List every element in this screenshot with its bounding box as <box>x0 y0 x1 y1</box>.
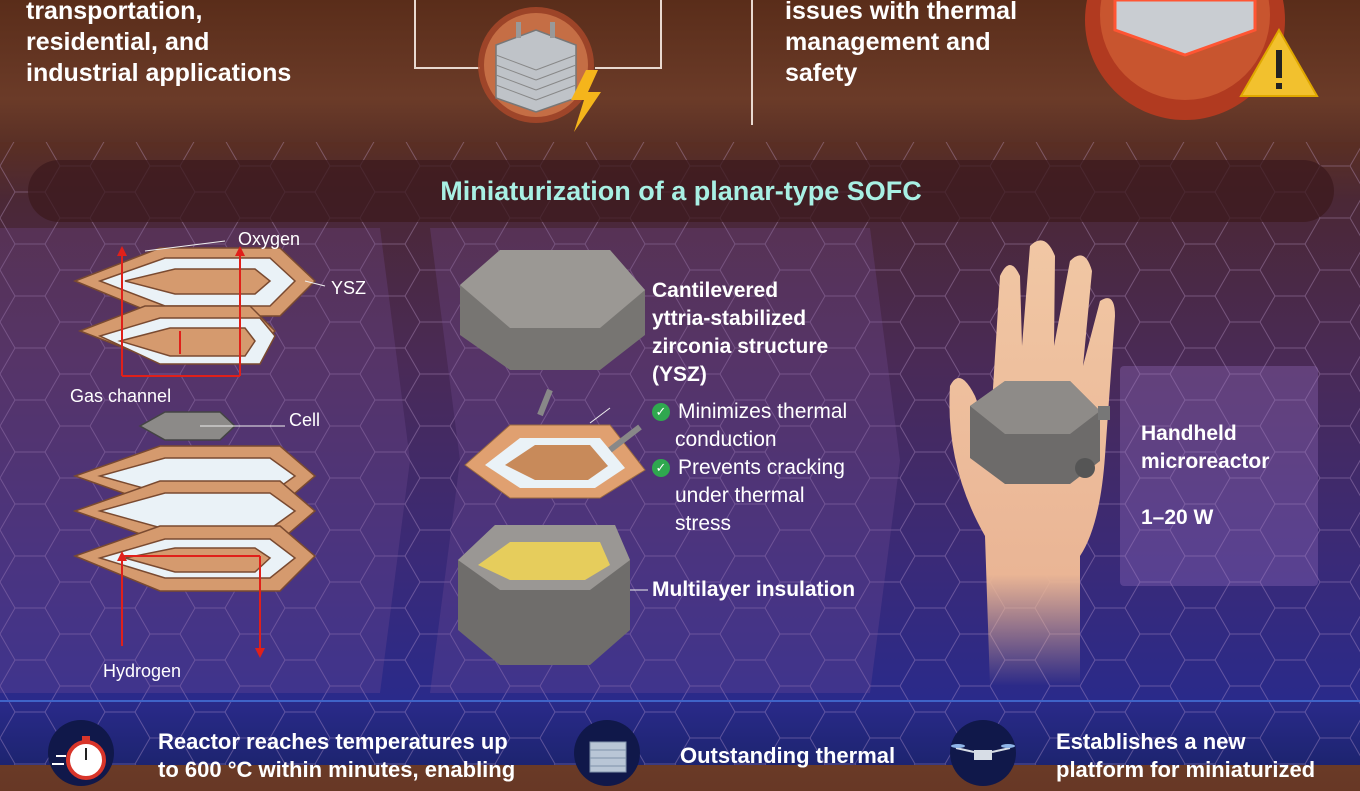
ysz-label: YSZ <box>331 278 367 298</box>
benefit-item: ✓Prevents cracking under thermal stress <box>652 454 845 538</box>
stopwatch-icon <box>52 736 106 780</box>
lightning-icon <box>571 70 601 132</box>
sofc-layer-diagram <box>72 240 326 658</box>
section-title-bar: Miniaturization of a planar-type SOFC <box>28 160 1334 222</box>
microreactor-icon <box>970 381 1110 484</box>
stopwatch-icon-bg <box>48 720 114 786</box>
applications-text: transportation, residential, and industr… <box>26 0 292 87</box>
cell-label: Cell <box>289 410 321 430</box>
divider-line <box>751 0 753 125</box>
drone-icon-bg <box>950 720 1016 786</box>
insulation-label: Multilayer insulation <box>652 578 856 601</box>
issues-text: issues with thermal management and safet… <box>785 0 1018 87</box>
bottom-band <box>0 700 1360 767</box>
hydrogen-label: Hydrogen <box>103 661 182 681</box>
handheld-info-box <box>1120 366 1318 586</box>
gas-channel-label: Gas channel <box>70 386 172 406</box>
bracket-line <box>414 67 480 69</box>
check-icon: ✓ <box>652 403 670 421</box>
power-range: 1–20 W <box>1141 506 1214 529</box>
overheating-stack-icon <box>1085 0 1319 120</box>
ysz-structure-title: Cantilevered yttria-stabilized zirconia … <box>652 279 829 386</box>
fuel-cell-stack-icon <box>478 7 601 132</box>
bracket-line <box>414 0 416 69</box>
check-icon: ✓ <box>652 459 670 477</box>
handheld-title: Handheld microreactor <box>1141 422 1270 473</box>
stack-icon-bg <box>574 720 640 786</box>
bracket-line <box>595 67 661 69</box>
reactor-components-diagram <box>458 250 648 665</box>
stack-icon <box>589 741 627 773</box>
hand-icon <box>949 240 1115 686</box>
section-title: Miniaturization of a planar-type SOFC <box>440 175 922 206</box>
oxygen-label: Oxygen <box>238 229 301 249</box>
thermal-text: Outstanding thermal <box>680 743 896 768</box>
temperature-text: Reactor reaches temperatures up to 600 °… <box>158 729 516 782</box>
bracket-line <box>660 0 662 69</box>
benefit-item: ✓Minimizes thermal conduction <box>652 398 847 454</box>
drone-icon <box>951 744 1015 760</box>
platform-text: Establishes a new platform for miniaturi… <box>1056 729 1316 782</box>
warning-icon <box>1239 27 1319 97</box>
